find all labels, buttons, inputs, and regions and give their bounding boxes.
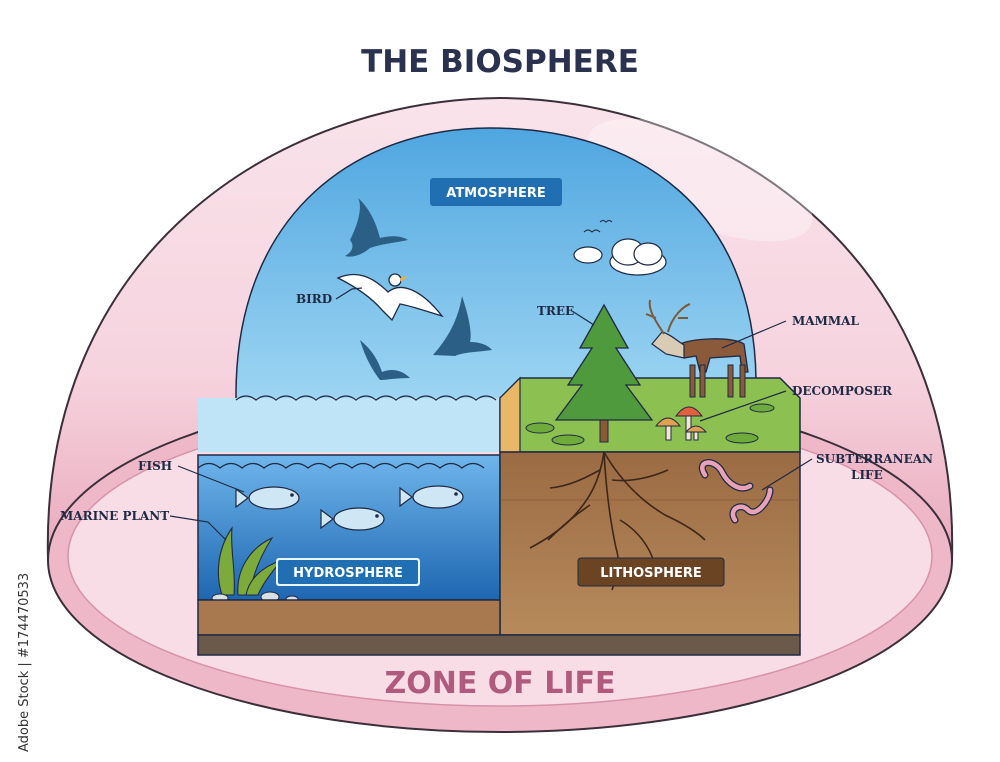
tree-label: TREE [537, 304, 574, 318]
lithosphere-tag-label: LITHOSPHERE [600, 566, 701, 581]
lithosphere-region: LITHOSPHERE [499, 299, 801, 636]
fish-icon [235, 486, 300, 510]
mushroom-icon [654, 406, 708, 441]
decomposer-label: DECOMPOSER [792, 384, 893, 398]
reindeer-icon [645, 299, 749, 398]
callouts: BIRD TREE MAMMAL DECOMPOSER SUBTERRANEAN… [60, 287, 933, 541]
atmosphere-tag [430, 178, 562, 206]
earthworm-fill [700, 460, 773, 523]
atmosphere-region: ATMOSPHERE [235, 127, 757, 441]
subterranean-label-line1: SUBTERRANEAN [816, 452, 933, 466]
subterranean-label-line2: LIFE [851, 468, 883, 482]
marine-plant-label: MARINE PLANT [60, 509, 169, 523]
fish-label: FISH [138, 459, 172, 473]
grass-tufts [525, 403, 775, 446]
bird-silhouette-icons [345, 198, 492, 380]
stock-id-text: Adobe Stock | #174470533 [17, 573, 32, 752]
zone-of-life-label: ZONE OF LIFE [384, 666, 615, 701]
hydrosphere-region: HYDROSPHERE [197, 395, 501, 603]
mammal-label: MAMMAL [792, 314, 859, 328]
atmosphere-tag-label: ATMOSPHERE [446, 186, 545, 201]
hydrosphere-tag-label: HYDROSPHERE [293, 566, 403, 581]
ground-base [197, 599, 801, 656]
page-title: THE BIOSPHERE [361, 44, 639, 80]
lithosphere-tag [577, 557, 725, 587]
bird-label: BIRD [296, 292, 332, 306]
gull-bird-icon [336, 273, 444, 322]
tree-icon [554, 303, 654, 443]
marine-plant-icon [217, 526, 284, 596]
distant-birds-icon [583, 220, 613, 233]
fish-icon [320, 507, 385, 531]
cloud-icon [573, 238, 667, 276]
fish-icon [399, 485, 464, 509]
